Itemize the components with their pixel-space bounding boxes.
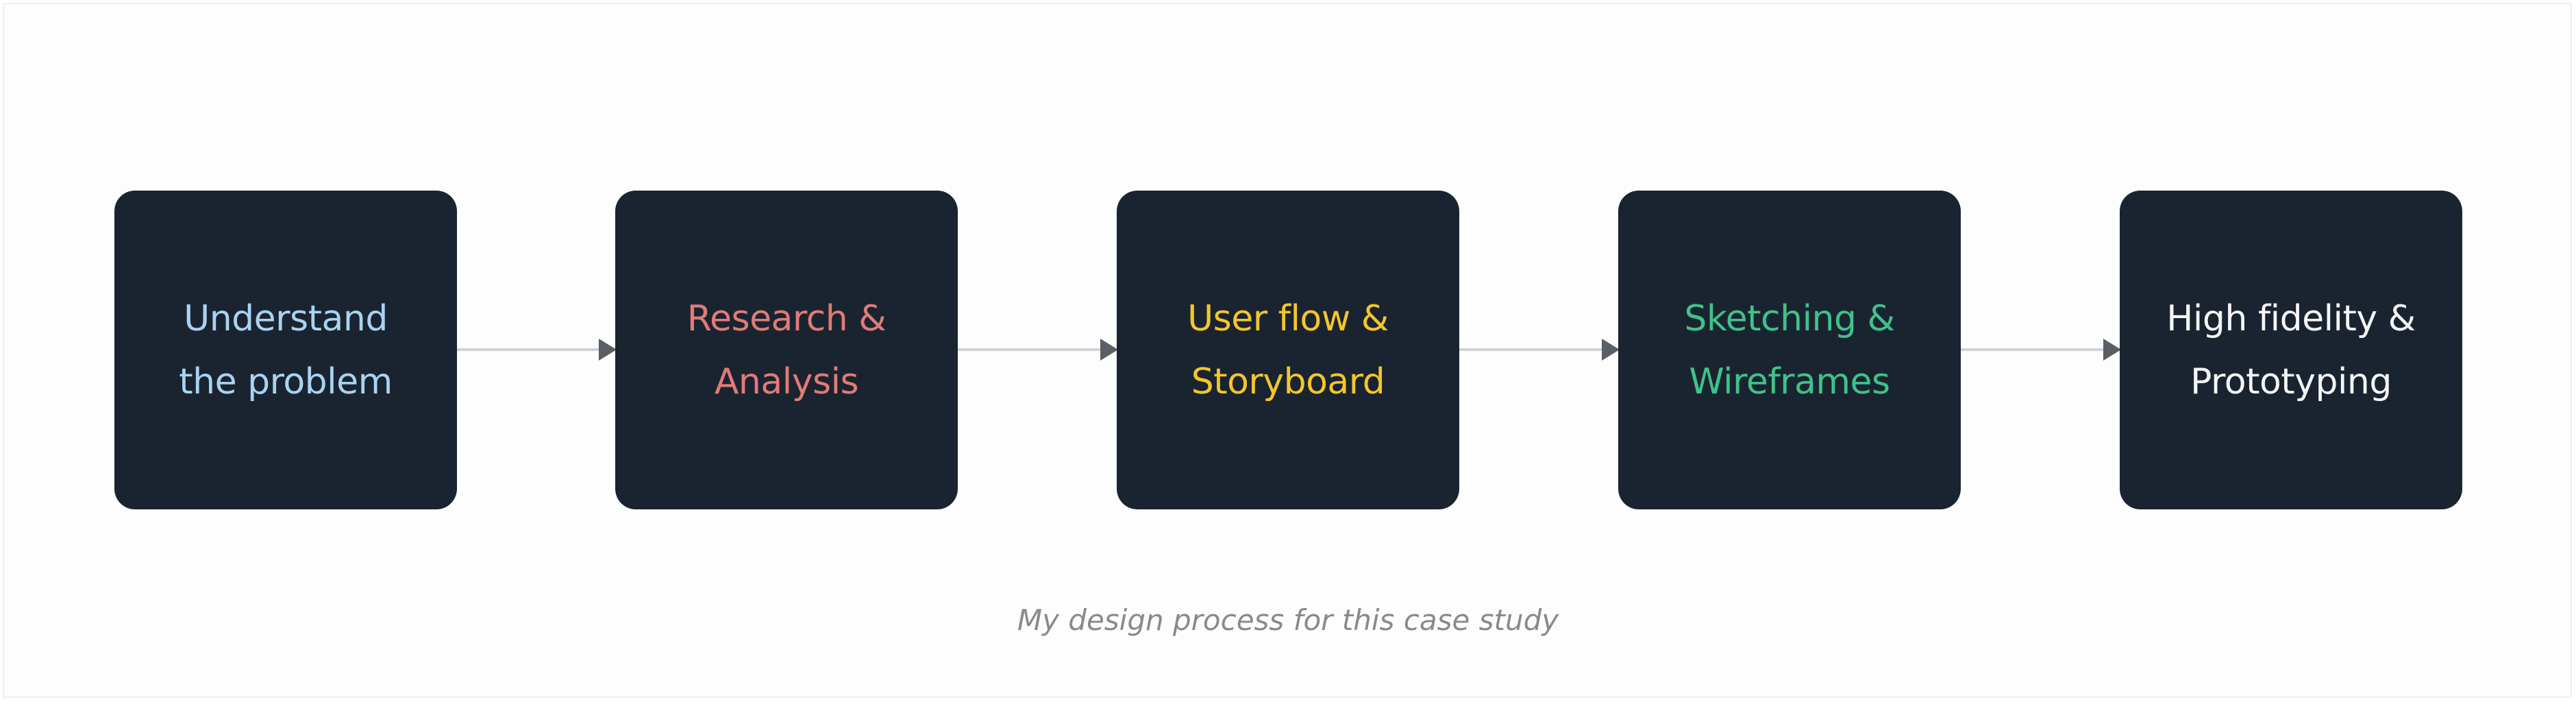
step-label-line-2: Analysis [714, 361, 859, 402]
step-label-line-1: Sketching & [1684, 298, 1895, 339]
connector-arrow [958, 339, 1118, 361]
step-label-line-1: High fidelity & [2166, 298, 2416, 339]
step-label: Understand the problem [179, 287, 393, 413]
arrowhead-icon [599, 339, 617, 361]
step-user-flow-storyboard: User flow & Storyboard [1117, 191, 1459, 509]
step-label-line-1: Research & [686, 298, 887, 339]
arrowhead-icon [1100, 339, 1118, 361]
step-sketching-wireframes: Sketching & Wireframes [1618, 191, 1961, 509]
step-label: High fidelity & Prototyping [2166, 287, 2416, 413]
step-label-line-2: Prototyping [2190, 361, 2392, 402]
step-label-line-1: Understand [184, 298, 388, 339]
step-high-fidelity-prototyping: High fidelity & Prototyping [2120, 191, 2462, 509]
connector-arrow [1459, 339, 1620, 361]
step-label-line-2: the problem [179, 361, 393, 402]
arrowhead-icon [2103, 339, 2121, 361]
diagram-caption: My design process for this case study [1017, 603, 1559, 637]
step-understand-the-problem: Understand the problem [114, 191, 457, 509]
step-label: Sketching & Wireframes [1684, 287, 1895, 413]
step-label: Research & Analysis [687, 287, 887, 413]
step-label-line-1: User flow & [1187, 298, 1389, 339]
step-label: User flow & Storyboard [1187, 287, 1389, 413]
step-label-line-2: Storyboard [1191, 361, 1385, 402]
step-label-line-2: Wireframes [1689, 361, 1890, 402]
step-research-analysis: Research & Analysis [615, 191, 958, 509]
connector-arrow [457, 339, 617, 361]
connector-arrow [1961, 339, 2121, 361]
arrowhead-icon [1602, 339, 1620, 361]
